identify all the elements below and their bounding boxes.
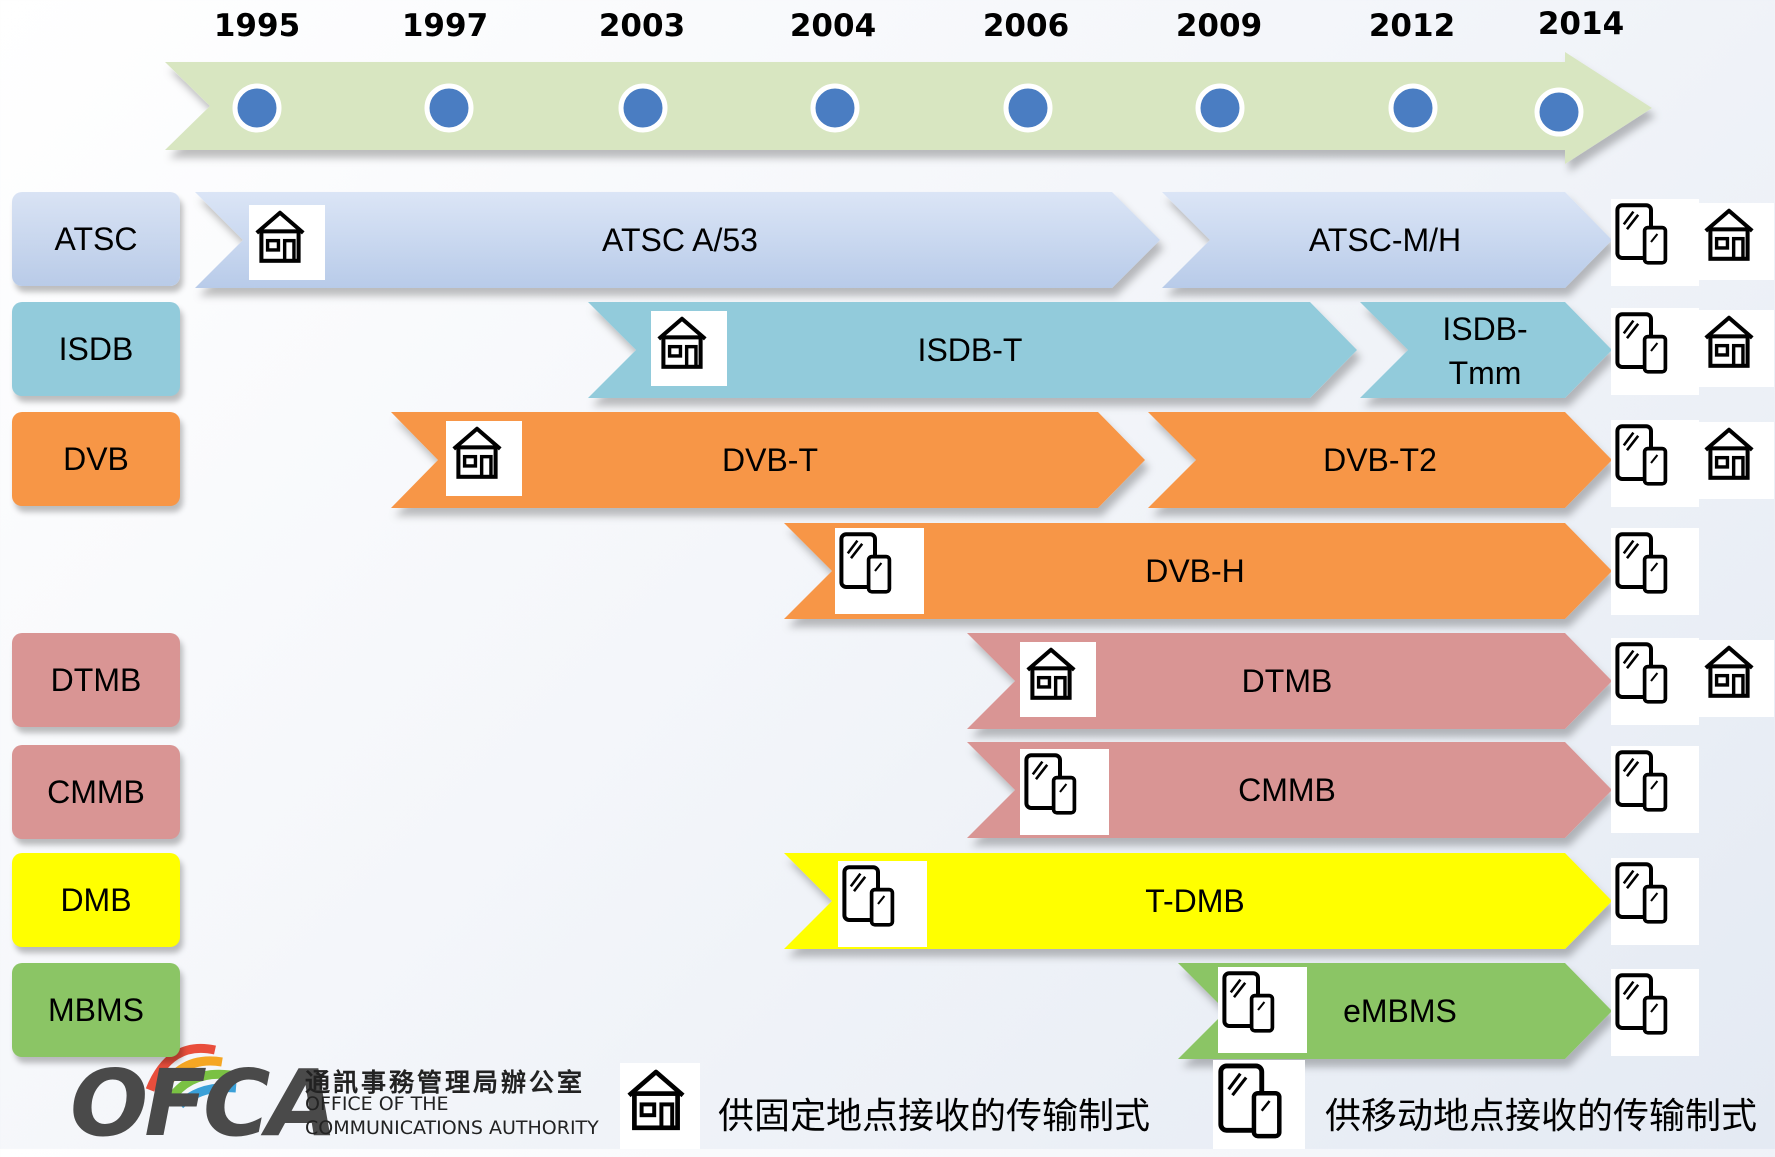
timeline-dot — [618, 83, 668, 133]
bar-label-embms: eMBMS — [1343, 993, 1457, 1029]
mobile-devices-icon — [1611, 528, 1699, 615]
timeline-dot — [232, 83, 282, 133]
ofca-english-name-line1: OFFICE OF THE — [305, 1093, 449, 1115]
ofca-logo-text: OFCA — [70, 1050, 338, 1157]
legend-mobile-icon — [1213, 1060, 1305, 1149]
mobile-devices-icon — [838, 861, 927, 947]
timeline-dot — [1534, 87, 1584, 137]
bar-label-dvb-t2: DVB-T2 — [1323, 442, 1437, 478]
house-icon — [651, 311, 727, 386]
legend-fixed-text: 供固定地点接收的传输制式 — [718, 1096, 1151, 1137]
bar-isdb-t — [588, 302, 1357, 398]
bar-label-atsc-mh: ATSC-M/H — [1308, 222, 1462, 258]
bar-atsc-a53 — [195, 192, 1160, 288]
bar-label-isdb-tmm-line1: ISDB- — [1442, 311, 1528, 347]
bar-dvb-t — [391, 412, 1145, 508]
standard-label-atsc: ATSC — [12, 192, 180, 286]
bar-label-dvb-t: DVB-T — [722, 442, 818, 478]
bar-label-dtmb: DTMB — [1241, 663, 1333, 699]
mobile-devices-icon — [1020, 749, 1109, 835]
year-label: 2003 — [598, 8, 686, 44]
mobile-devices-icon — [1611, 858, 1699, 945]
bar-label-dvb-h: DVB-H — [1145, 553, 1245, 589]
house-icon — [249, 205, 325, 280]
house-icon — [1698, 422, 1774, 499]
ofca-english-name-line2: COMMUNICATIONS AUTHORITY — [305, 1117, 599, 1139]
house-icon — [1020, 642, 1096, 717]
bar-isdb-tmm — [1360, 302, 1612, 398]
mobile-devices-icon — [1218, 1063, 1282, 1139]
bar-dvb-t2 — [1148, 412, 1612, 508]
year-label: 2006 — [982, 8, 1070, 44]
mobile-devices-icon — [1611, 746, 1699, 833]
timeline-dot — [1388, 83, 1438, 133]
bar-label-t-dmb: T-DMB — [1145, 883, 1245, 919]
ofca-logo-swoosh — [145, 1043, 237, 1109]
standard-label-cmmb: CMMB — [12, 745, 180, 839]
timeline-arrow — [165, 52, 1652, 164]
year-label: 1997 — [401, 8, 489, 44]
bar-label-isdb-t: ISDB-T — [917, 332, 1023, 368]
year-label: 2014 — [1537, 6, 1625, 42]
bar-cmmb — [967, 742, 1612, 838]
bar-t-dmb — [784, 853, 1612, 949]
mobile-devices-icon — [1218, 967, 1307, 1053]
house-icon — [1698, 640, 1774, 717]
bar-label-cmmb: CMMB — [1238, 772, 1336, 808]
mobile-devices-icon — [835, 528, 924, 614]
timeline-dot — [1195, 83, 1245, 133]
standard-label-dmb: DMB — [12, 853, 180, 947]
bar-label-atsc-a53: ATSC A/53 — [602, 222, 758, 258]
year-label: 1995 — [213, 8, 301, 44]
bar-label-isdb-tmm-line2: Tmm — [1448, 355, 1522, 391]
year-label: 2004 — [789, 8, 877, 44]
mobile-devices-icon — [1611, 199, 1699, 286]
standard-label-isdb: ISDB — [12, 302, 180, 396]
year-label: 2012 — [1368, 8, 1456, 44]
year-label: 2009 — [1175, 8, 1263, 44]
house-icon — [446, 421, 522, 496]
mobile-devices-icon — [1611, 308, 1699, 395]
legend-house-icon — [620, 1063, 700, 1149]
bar-dtmb — [967, 633, 1612, 729]
ofca-chinese-name: 通訊事務管理局辦公室 — [305, 1068, 586, 1097]
bar-dvb-h — [784, 523, 1612, 619]
house-icon — [627, 1069, 685, 1131]
legend-mobile-text: 供移动地点接收的传输制式 — [1325, 1096, 1758, 1137]
standard-label-dvb: DVB — [12, 412, 180, 506]
standard-label-mbms: MBMS — [12, 963, 180, 1057]
mobile-devices-icon — [1611, 969, 1699, 1056]
house-icon — [1698, 203, 1774, 280]
house-icon — [1698, 310, 1774, 387]
bar-atsc-mh — [1162, 192, 1612, 288]
timeline-dot — [810, 83, 860, 133]
mobile-devices-icon — [1611, 420, 1699, 507]
standard-label-dtmb: DTMB — [12, 633, 180, 727]
timeline-dot — [424, 83, 474, 133]
mobile-devices-icon — [1611, 638, 1699, 725]
timeline-dot — [1003, 83, 1053, 133]
